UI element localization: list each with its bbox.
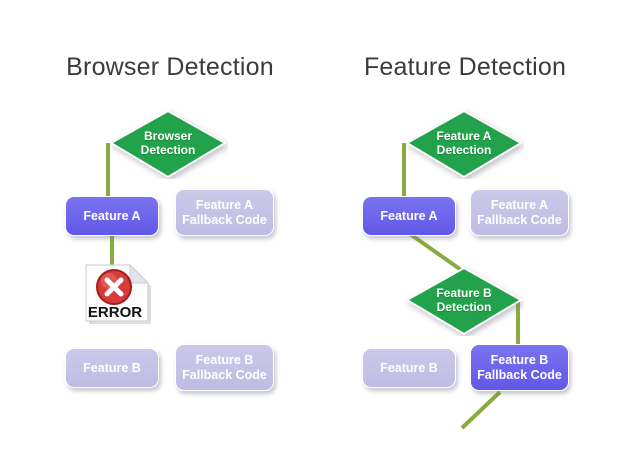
error-icon-label: ERROR [88,304,142,321]
error-icon: ERROR [78,262,156,324]
box-right-feature-a-fallback[interactable]: Feature A Fallback Code [470,189,569,236]
diamond-browser-detection[interactable]: Browser Detection [108,107,228,179]
diamond-feature-a-detection[interactable]: Feature A Detection [404,107,524,179]
diamond-feature-b-detection[interactable]: Feature B Detection [404,264,524,336]
diamond-feature-a-detection-label: Feature A Detection [436,129,492,157]
box-left-feature-b-fallback[interactable]: Feature B Fallback Code [175,344,274,391]
box-left-feature-a-fallback[interactable]: Feature A Fallback Code [175,189,274,236]
connector-right-fallback-b-outflow [460,390,502,430]
left-column-title: Browser Detection [66,53,274,81]
diamond-shape [109,109,227,179]
box-right-feature-b[interactable]: Feature B [362,348,456,388]
right-column-title: Feature Detection [363,53,567,81]
box-left-feature-a[interactable]: Feature A [65,196,159,236]
connector-right-feature-a-to-detection-b [408,232,466,274]
box-right-feature-b-fallback[interactable]: Feature B Fallback Code [470,344,569,391]
error-document-icon: ERROR [85,263,151,324]
diamond-shape [405,266,523,336]
box-left-feature-b[interactable]: Feature B [65,348,159,388]
box-right-feature-a[interactable]: Feature A [362,196,456,236]
diamond-feature-b-detection-label: Feature B Detection [436,286,492,314]
diamond-browser-detection-label: Browser Detection [140,129,196,157]
diamond-shape [405,109,523,179]
